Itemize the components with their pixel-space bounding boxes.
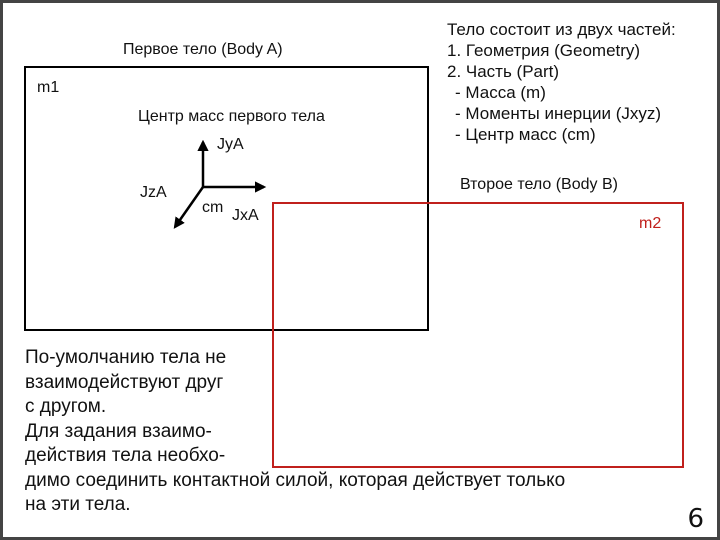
- note-line: Для задания взаимо-: [25, 420, 212, 442]
- info-line: - Центр масс (cm): [455, 125, 596, 144]
- note-line: димо соединить контактной силой, которая…: [25, 469, 566, 491]
- axis-y-label: JyA: [217, 136, 244, 153]
- info-line: Тело состоит из двух частей:: [447, 20, 676, 39]
- body-b-mass-label: m2: [639, 215, 662, 232]
- note-line: взаимодействуют друг: [25, 371, 224, 393]
- axis-z-label: JzA: [140, 184, 167, 201]
- note-line: По-умолчанию тела не: [25, 347, 227, 368]
- info-line: - Моменты инерции (Jxyz): [455, 104, 662, 123]
- page-number: 6: [687, 504, 704, 534]
- axis-z-arrow: [173, 186, 205, 229]
- body-a-title: Первое тело (Body A): [123, 41, 283, 58]
- note-line: с другом.: [25, 396, 107, 417]
- info-line: - Масса (m): [455, 83, 546, 102]
- body-a-rect: [24, 66, 429, 331]
- body-composition-info: Тело состоит из двух частей: 1. Геометри…: [447, 19, 676, 145]
- center-of-mass-title: Центр масс первого тела: [138, 108, 325, 125]
- interaction-note: По-умолчанию тела не взаимодействуют дру…: [25, 346, 565, 518]
- cm-label: cm: [202, 199, 224, 216]
- body-b-rect: [272, 202, 684, 468]
- body-a-mass-label: m1: [37, 79, 60, 96]
- body-b-title: Второе тело (Body B): [460, 176, 618, 193]
- note-line: на эти тела.: [25, 494, 131, 515]
- info-line: 2. Часть (Part): [447, 62, 560, 81]
- info-line: 1. Геометрия (Geometry): [447, 41, 641, 60]
- axis-x-label: JxA: [232, 207, 259, 224]
- note-line: действия тела необхо-: [25, 445, 226, 466]
